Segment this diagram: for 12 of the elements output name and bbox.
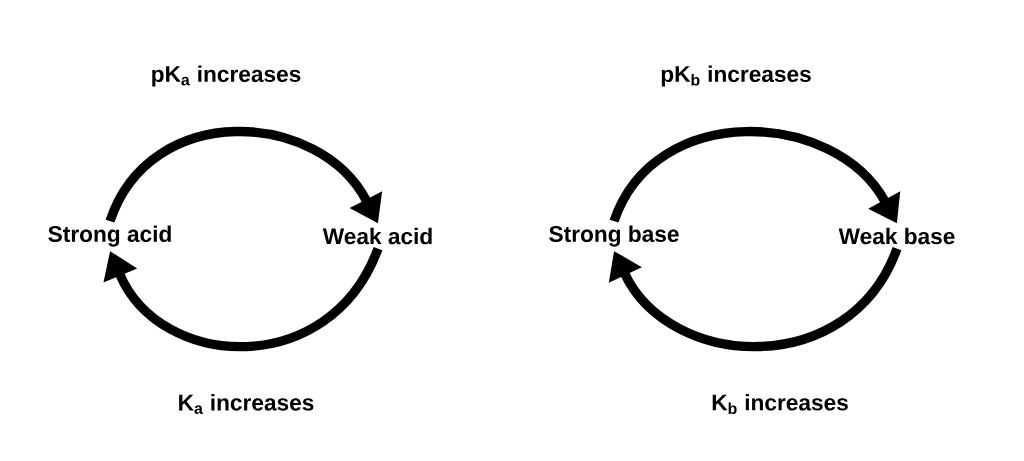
edge-label: K$_{a}$ increases — [179, 394, 314, 414]
node-label: Strong acid — [48, 225, 171, 247]
edge-label: pK$_{a}$ increases — [152, 65, 301, 87]
node-label: Weak acid — [322, 227, 432, 245]
edge-label: K$_{b}$ increases — [712, 393, 848, 415]
node-label: Strong base — [549, 225, 679, 247]
curved-arrow — [105, 126, 383, 224]
curved-arrow — [103, 246, 383, 352]
curved-arrow — [609, 127, 901, 224]
node-label: Weak base — [838, 227, 955, 245]
edge-label: pK$_{b}$ increases — [661, 65, 811, 87]
curved-arrow — [608, 246, 902, 352]
